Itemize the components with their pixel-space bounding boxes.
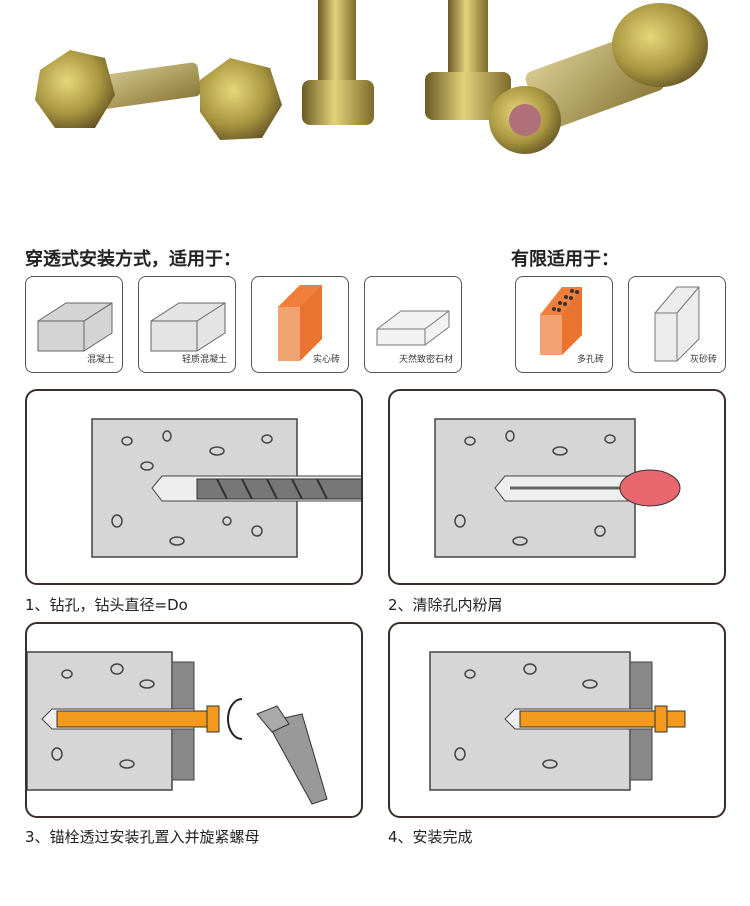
concrete-block-icon [37, 302, 113, 352]
nut [206, 705, 220, 733]
bolt-4 [425, 0, 511, 120]
material-label: 灰砂砖 [689, 355, 717, 365]
material-natural-stone: 天然致密石材 [364, 276, 462, 373]
full-suitability-heading: 穿透式安装方式，适用于： [25, 249, 241, 270]
light-concrete-block-icon [150, 302, 226, 352]
material-label: 实心砖 [312, 355, 340, 365]
material-label: 天然致密石材 [398, 355, 453, 365]
hollow-brick-icon [540, 287, 582, 355]
air-blower-bulb-icon [619, 469, 681, 507]
material-concrete: 混凝土 [25, 276, 123, 373]
step-3-insert-tighten-illustration [25, 622, 363, 818]
limited-suitability-heading: 有限适用于： [511, 249, 619, 270]
rotate-arrow-icon [227, 698, 243, 740]
step-4-complete-illustration [388, 622, 726, 818]
natural-stone-icon [376, 310, 450, 346]
material-solid-brick: 实心砖 [251, 276, 349, 373]
material-label: 混凝土 [86, 355, 114, 365]
step-2-cleaning-illustration [388, 389, 726, 585]
step-1-drilling-illustration [25, 389, 363, 585]
product-photo [0, 0, 750, 170]
step-3-caption: 3、锚栓透过安装孔置入并旋紧螺母 [25, 828, 260, 846]
bolt-2 [200, 58, 282, 140]
material-light-concrete: 轻质混凝土 [138, 276, 236, 373]
material-label: 轻质混凝土 [181, 355, 227, 365]
material-label: 多孔砖 [576, 355, 604, 365]
anchor-bolt [56, 710, 208, 728]
bolt-5 [489, 3, 708, 154]
bolt-1 [35, 50, 202, 128]
wrench-icon [256, 705, 328, 805]
installed-anchor-bolt [519, 710, 686, 728]
step-1-caption: 1、钻孔，钻头直径=Do [25, 596, 188, 614]
material-hollow-brick: 多孔砖 [515, 276, 613, 373]
material-sand-lime-brick: 灰砂砖 [628, 276, 726, 373]
bolt-3 [302, 0, 374, 125]
sand-lime-brick-icon [654, 286, 700, 362]
step-2-caption: 2、清除孔内粉屑 [388, 596, 503, 614]
solid-brick-icon [278, 285, 322, 361]
step-4-caption: 4、安装完成 [388, 828, 473, 846]
